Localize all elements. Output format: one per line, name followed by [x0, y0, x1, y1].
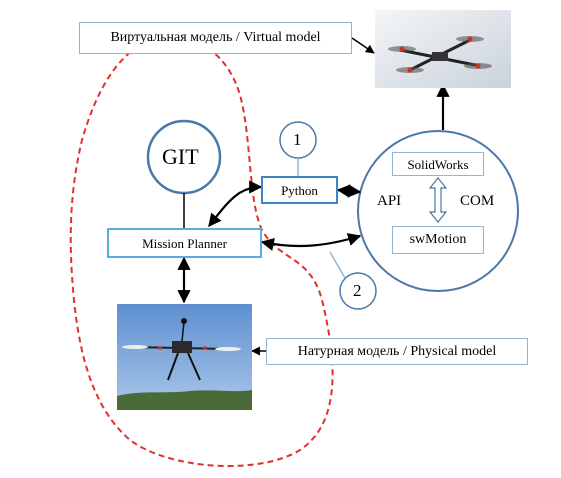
- physical-model-label: Натурная модель / Physical model: [266, 338, 528, 365]
- mission-to-com-arrow: [260, 233, 362, 251]
- python-to-mission-arrow: [208, 180, 263, 228]
- marker-2-leader: [329, 251, 346, 279]
- virtual-model-render: [375, 10, 511, 88]
- solidworks-box: SolidWorks: [392, 152, 484, 176]
- marker-2-circle: [339, 272, 377, 310]
- swmotion-box: swMotion: [392, 226, 484, 254]
- physical-model-photo: [117, 304, 252, 410]
- api-label: API: [377, 193, 402, 209]
- python-box: Python: [261, 176, 338, 204]
- com-label: COM: [460, 193, 495, 209]
- mission-planner-box: Mission Planner: [107, 228, 262, 258]
- physical-subsystem-outline: [69, 36, 334, 468]
- marker-2-label: 2: [353, 281, 362, 300]
- solidworks-swmotion-double-arrow: [428, 177, 448, 223]
- virtual-model-label: Виртуальная модель / Virtual model: [79, 22, 352, 54]
- python-to-com-arrow: [336, 184, 362, 198]
- virtual-label-leader: [351, 37, 375, 54]
- git-label: GIT: [162, 144, 199, 169]
- marker-1-label: 1: [293, 130, 302, 149]
